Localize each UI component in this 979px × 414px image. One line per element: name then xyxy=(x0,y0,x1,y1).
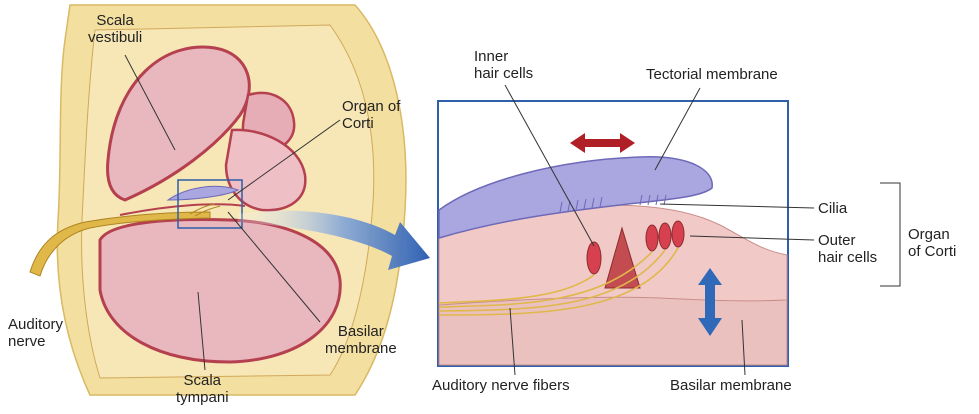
outer-hair-cell-3 xyxy=(672,221,684,247)
label-line: vestibuli xyxy=(88,29,142,46)
organ-of-corti-bracket xyxy=(880,183,900,286)
label-line: of Corti xyxy=(908,243,956,260)
label-line: Scala xyxy=(176,372,229,389)
label-line: Scala xyxy=(88,12,142,29)
label-scala-tympani: Scala tympani xyxy=(176,372,229,406)
scala-tympani-chamber xyxy=(100,220,340,362)
label-line: Auditory xyxy=(8,316,63,333)
label-basilar-membrane-right: Basilar membrane xyxy=(670,377,792,394)
label-organ-of-corti-left: Organ of Corti xyxy=(342,98,400,132)
label-basilar-membrane-left: Basilar membrane xyxy=(325,323,397,357)
label-line: membrane xyxy=(325,340,397,357)
label-line: nerve xyxy=(8,333,63,350)
label-organ-of-corti-right: Organ of Corti xyxy=(908,226,956,260)
label-line: hair cells xyxy=(818,249,877,266)
label-line: Inner xyxy=(474,48,533,65)
label-line: tympani xyxy=(176,389,229,406)
label-tectorial-membrane: Tectorial membrane xyxy=(646,66,778,83)
label-line: Basilar xyxy=(325,323,397,340)
outer-hair-cell-2 xyxy=(659,223,671,249)
label-inner-hair-cells: Inner hair cells xyxy=(474,48,533,82)
label-line: Organ xyxy=(908,226,956,243)
label-scala-vestibuli: Scala vestibuli xyxy=(88,12,142,46)
label-line: Organ of xyxy=(342,98,400,115)
label-auditory-nerve-fibers: Auditory nerve fibers xyxy=(432,377,570,394)
label-auditory-nerve: Auditory nerve xyxy=(8,316,63,350)
label-outer-hair-cells: Outer hair cells xyxy=(818,232,877,266)
label-line: Corti xyxy=(342,115,400,132)
label-cilia: Cilia xyxy=(818,200,847,217)
organ-of-corti-inset xyxy=(438,101,788,366)
outer-hair-cell-1 xyxy=(646,225,658,251)
label-line: Outer xyxy=(818,232,877,249)
label-line: hair cells xyxy=(474,65,533,82)
inner-hair-cell xyxy=(587,242,601,274)
